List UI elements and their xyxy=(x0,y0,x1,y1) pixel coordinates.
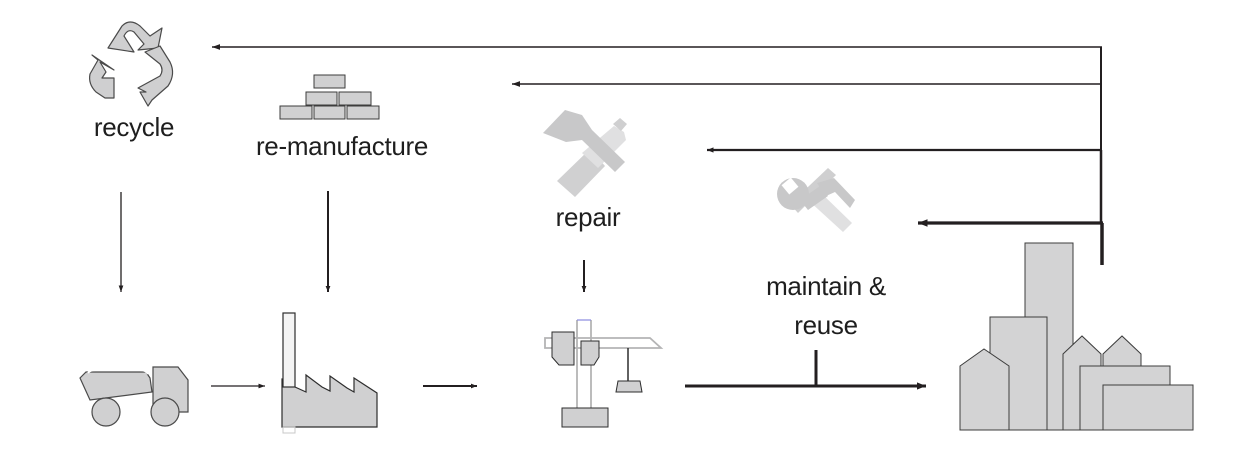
node-label-maintain: maintain & xyxy=(766,271,886,301)
node-label-recycle: recycle xyxy=(93,112,175,142)
node-label-reuse: reuse xyxy=(794,310,858,340)
node-label-repair: repair xyxy=(555,202,621,232)
node-label-remanufacture: re-manufacture xyxy=(255,131,429,161)
